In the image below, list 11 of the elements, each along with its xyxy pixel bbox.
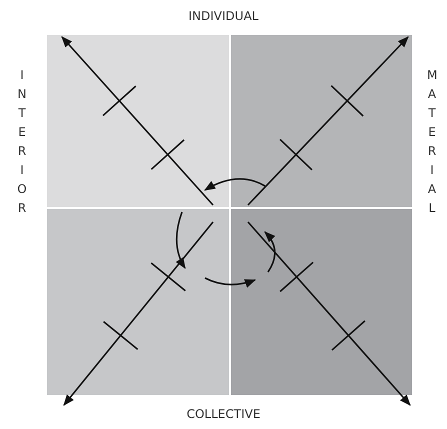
axis-label: MATERIAL <box>427 67 437 217</box>
curved-arrow <box>176 212 186 269</box>
curved-arrow <box>264 231 276 272</box>
quadrant-panel <box>47 209 229 395</box>
axis-label: INTERIOR <box>17 67 27 217</box>
quadrant-panel <box>47 35 229 207</box>
axis-label: COLLECTIVE <box>186 407 262 421</box>
quadrant-panel <box>231 209 412 395</box>
curved-arrow <box>204 277 256 288</box>
curved-arrow <box>204 178 266 191</box>
axis-label: INDIVIDUAL <box>188 9 260 23</box>
